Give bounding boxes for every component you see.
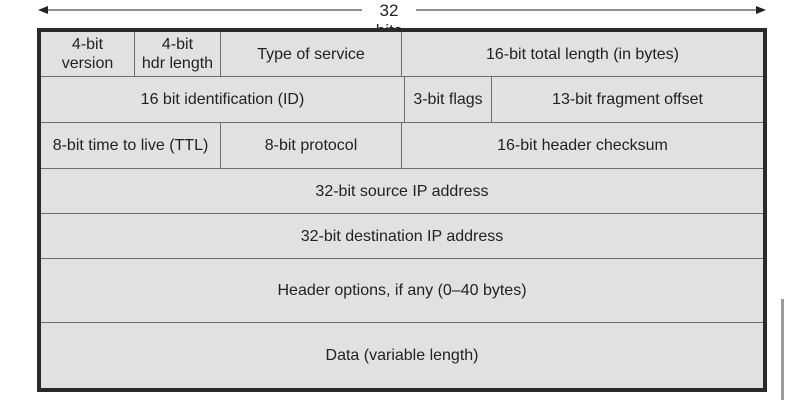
field-identification: 16 bit identification (ID): [41, 77, 405, 123]
field-hdr-length-label: 4-bit hdr length: [141, 36, 214, 72]
field-header-checksum-label: 16-bit header checksum: [497, 137, 668, 154]
field-header-options: Header options, if any (0–40 bytes): [41, 259, 763, 323]
field-version: 4-bit version: [41, 32, 135, 77]
field-data: Data (variable length): [41, 323, 763, 388]
field-header-checksum: 16-bit header checksum: [402, 123, 763, 169]
field-flags-label: 3-bit flags: [413, 91, 483, 108]
width-arrow: [38, 6, 766, 14]
field-flags: 3-bit flags: [405, 77, 492, 123]
field-fragment-offset-label: 13-bit fragment offset: [552, 91, 703, 108]
field-total-length: 16-bit total length (in bytes): [402, 32, 763, 77]
field-fragment-offset: 13-bit fragment offset: [492, 77, 763, 123]
field-protocol: 8-bit protocol: [221, 123, 402, 169]
field-protocol-label: 8-bit protocol: [264, 137, 358, 154]
field-identification-label: 16 bit identification (ID): [140, 91, 305, 108]
field-type-of-service: Type of service: [221, 32, 402, 77]
ip-header-frame: 4-bit version 4-bit hdr length Type of s…: [37, 28, 767, 392]
width-arrow-left-head: [38, 6, 48, 14]
field-data-label: Data (variable length): [325, 347, 479, 364]
field-destination-ip: 32-bit destination IP address: [41, 214, 763, 259]
field-version-label: 4-bit version: [61, 36, 114, 72]
field-ttl: 8-bit time to live (TTL): [41, 123, 221, 169]
field-source-ip-label: 32-bit source IP address: [315, 182, 489, 200]
field-destination-ip-label: 32-bit destination IP address: [300, 227, 504, 245]
field-hdr-length: 4-bit hdr length: [135, 32, 221, 77]
field-ttl-label: 8-bit time to live (TTL): [52, 137, 209, 154]
field-header-options-label: Header options, if any (0–40 bytes): [277, 282, 527, 299]
field-source-ip: 32-bit source IP address: [41, 169, 763, 214]
field-total-length-label: 16-bit total length (in bytes): [486, 45, 679, 63]
width-arrow-right-head: [756, 6, 766, 14]
field-type-of-service-label: Type of service: [257, 45, 365, 63]
right-edge-strip: [781, 299, 784, 400]
